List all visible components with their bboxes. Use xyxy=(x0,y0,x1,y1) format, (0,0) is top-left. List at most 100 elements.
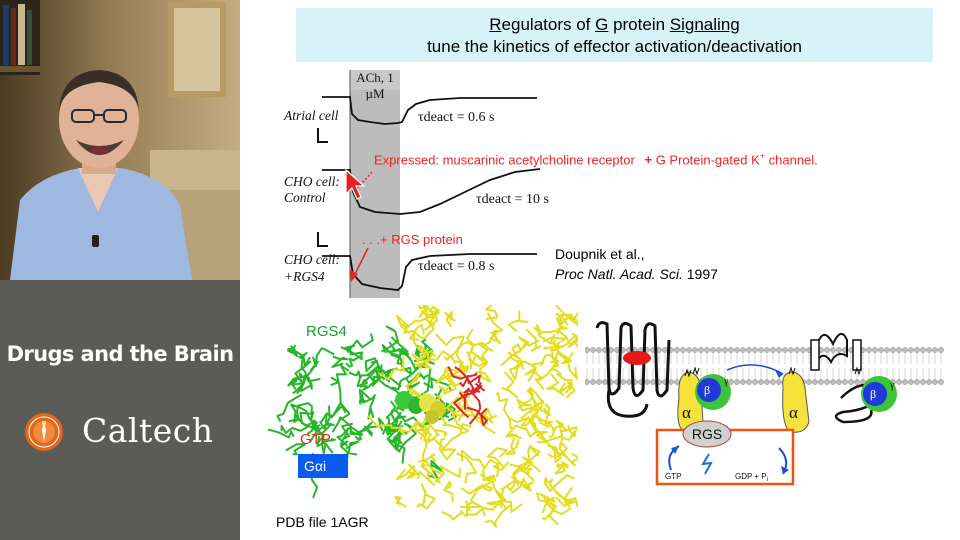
backbone-segment xyxy=(554,305,578,327)
backbone-segment xyxy=(318,405,331,430)
backbone-segment xyxy=(298,352,311,368)
backbone-segment xyxy=(492,460,510,478)
backbone-segment xyxy=(542,336,567,343)
backbone-segment xyxy=(509,446,541,468)
lecture-slide: Regulators of G protein Signaling tune t… xyxy=(240,0,960,540)
backbone-segment xyxy=(510,475,534,492)
citation-authors: Doupnik et al., xyxy=(555,246,645,262)
backbone-segment xyxy=(378,357,406,381)
backbone-segment xyxy=(525,328,542,352)
g-beta-right xyxy=(863,382,887,406)
backbone-segment xyxy=(417,459,441,484)
backbone-segment xyxy=(442,367,457,386)
caltech-wordmark: Caltech xyxy=(82,411,214,450)
backbone-segment xyxy=(559,310,578,326)
backbone-segment xyxy=(316,436,336,448)
backbone-segment xyxy=(377,417,399,432)
backbone-segment xyxy=(340,436,349,458)
backbone-segment xyxy=(502,478,518,492)
course-title: Drugs and the Brain xyxy=(6,342,234,366)
pdb-caption: PDB file 1AGR xyxy=(276,514,369,530)
backbone-segment xyxy=(474,489,507,511)
backbone-segment xyxy=(443,480,454,503)
svg-text:β: β xyxy=(870,387,876,401)
backbone-segment xyxy=(331,416,357,436)
backbone-segment xyxy=(276,393,303,423)
slide-subtitle: tune the kinetics of effector activation… xyxy=(427,37,802,56)
backbone-segment xyxy=(543,474,575,493)
backbone-segment xyxy=(367,396,376,420)
backbone-segment xyxy=(420,305,440,319)
backbone-segment xyxy=(410,367,432,399)
backbone-segment xyxy=(416,483,436,510)
backbone-segment xyxy=(495,391,511,420)
backbone-segment xyxy=(268,428,295,439)
backbone-segment xyxy=(509,343,522,364)
backbone-segment xyxy=(358,388,377,403)
backbone-segment xyxy=(419,358,436,370)
k-channel-segment-2 xyxy=(852,339,862,371)
backbone-segment xyxy=(508,416,536,431)
backbone-segment xyxy=(551,368,573,382)
backbone-segment xyxy=(456,347,470,373)
atrial-tau: τdeact = 0.6 s xyxy=(418,110,495,125)
backbone-segment xyxy=(427,429,448,444)
backbone-segment xyxy=(381,325,399,353)
backbone-segment xyxy=(358,365,379,382)
backbone-segment xyxy=(556,317,569,335)
gtp-ball-cluster xyxy=(395,391,446,424)
slide-title: Regulators of G protein Signaling xyxy=(296,15,933,35)
k-channel-segment-1 xyxy=(810,339,820,371)
backbone-segment xyxy=(556,463,569,469)
expressed-annotation: Expressed: muscarinic acetylcholine rece… xyxy=(374,151,818,168)
g-beta-left xyxy=(697,378,721,402)
backbone-segment xyxy=(447,365,470,388)
backbone-segment xyxy=(475,369,492,383)
svg-text:β: β xyxy=(704,383,710,397)
backbone-segment xyxy=(395,406,425,429)
backbone-segment xyxy=(414,349,429,362)
title-part: protein xyxy=(608,15,670,34)
agonist-ligand xyxy=(623,351,651,365)
backbone-segment xyxy=(364,357,388,377)
backbone-segment xyxy=(438,437,457,461)
backbone-segment xyxy=(405,371,421,397)
title-part: R xyxy=(489,15,502,34)
cho-rgs-label-1: CHO cell: xyxy=(284,252,340,267)
backbone-segment xyxy=(346,333,374,353)
backbone-segment xyxy=(285,443,307,456)
backbone-segment xyxy=(526,413,543,426)
backbone-segment xyxy=(520,388,535,407)
backbone-segment xyxy=(564,486,578,510)
backbone-segment xyxy=(349,370,362,388)
backbone-segment xyxy=(435,350,465,364)
annotation-arrows xyxy=(350,171,373,282)
backbone-segment xyxy=(466,351,480,370)
backbone-segment xyxy=(416,470,435,486)
backbone-segment xyxy=(544,500,559,526)
rgs-protein-annotation: . . .+ RGS protein xyxy=(362,232,463,247)
backbone-segment xyxy=(484,407,498,424)
ach-label: ACh, 1 µM xyxy=(356,70,394,101)
backbone-segment xyxy=(484,502,513,528)
backbone-segment xyxy=(441,510,468,521)
backbone-segment xyxy=(553,351,568,368)
backbone-segment xyxy=(558,380,573,394)
gpcr-cycle-diagram: α β γ α β γ RGS xyxy=(585,321,947,486)
backbone-segment xyxy=(287,345,303,358)
gtp-structure-label: GTP xyxy=(300,431,331,448)
backbone-segment xyxy=(358,378,368,388)
backbone-segment xyxy=(547,444,566,457)
backbone-segment xyxy=(300,353,321,383)
backbone-segment xyxy=(418,305,430,319)
cho-control-label-2: Control xyxy=(284,190,326,205)
webcam-image xyxy=(0,0,240,280)
slide-title-box: Regulators of G protein Signaling tune t… xyxy=(296,8,933,62)
backbone-segment xyxy=(314,424,332,437)
backbone-segment xyxy=(373,369,392,380)
caltech-seal-icon xyxy=(25,413,63,451)
backbone-segment xyxy=(414,316,435,340)
backbone-segment xyxy=(477,342,489,368)
backbone-segment xyxy=(519,444,532,473)
backbone-segment xyxy=(554,461,570,475)
